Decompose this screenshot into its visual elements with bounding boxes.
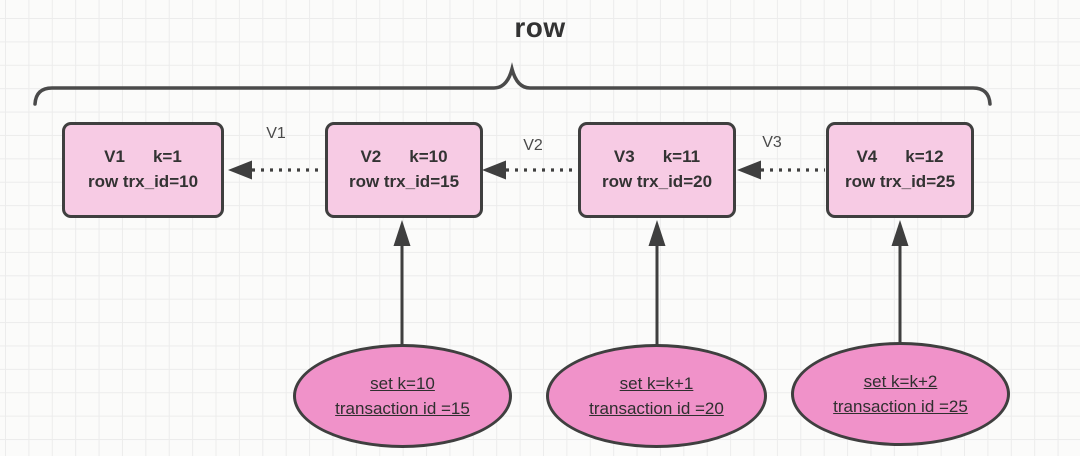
- arrowhead-up-icon: [891, 220, 909, 246]
- arrowhead-left-icon: [737, 160, 761, 180]
- row-brace: [33, 62, 992, 106]
- transaction-statement: set k=10: [370, 373, 435, 393]
- transaction-ellipse-20: set k=k+1 transaction id =20: [546, 344, 767, 448]
- chain-label-v2: V2: [523, 137, 543, 154]
- chain-label-v1: V1: [266, 125, 286, 142]
- arrowhead-up-icon: [393, 220, 411, 246]
- version-box-v4: V4 k=12 row trx_id=25: [826, 122, 974, 218]
- version-id: V4: [856, 147, 878, 167]
- arrow-trx20-to-v3: [648, 220, 666, 346]
- transaction-statement: set k=k+2: [863, 371, 938, 391]
- chain-label-v3: V3: [762, 134, 782, 151]
- version-trx-id: row trx_id=20: [601, 172, 713, 191]
- dotted-arrow-v2-to-v1: [228, 160, 324, 180]
- arrowhead-left-icon: [482, 160, 506, 180]
- arrowhead-left-icon: [228, 160, 252, 180]
- version-box-v2: V2 k=10 row trx_id=15: [325, 122, 483, 218]
- dotted-arrow-v4-to-v3: [737, 160, 825, 180]
- arrowhead-up-icon: [648, 220, 666, 246]
- version-id: V3: [613, 147, 635, 167]
- version-id: V1: [104, 147, 125, 167]
- transaction-id: transaction id =20: [589, 399, 724, 418]
- version-key-value: k=1: [152, 147, 182, 167]
- transaction-id: transaction id =15: [335, 399, 470, 418]
- transaction-ellipse-15: set k=10 transaction id =15: [293, 344, 512, 448]
- version-box-line1: V1 k=1: [104, 145, 182, 170]
- transaction-id: transaction id =25: [833, 397, 968, 416]
- transaction-statement: set k=k+1: [619, 373, 694, 393]
- diagram-title: row: [514, 12, 566, 43]
- version-trx-id: row trx_id=25: [844, 172, 956, 191]
- version-key-value: k=12: [905, 147, 944, 167]
- arrow-trx15-to-v2: [393, 220, 411, 346]
- version-box-line1: V3 k=11: [614, 145, 700, 170]
- version-key-value: k=11: [662, 147, 701, 167]
- transaction-ellipse-25: set k=k+2 transaction id =25: [791, 342, 1010, 446]
- arrow-trx25-to-v4: [891, 220, 909, 344]
- version-id: V2: [360, 147, 382, 167]
- version-box-v3: V3 k=11 row trx_id=20: [578, 122, 736, 218]
- version-trx-id: row trx_id=15: [348, 172, 460, 191]
- version-box-line1: V2 k=10: [360, 145, 447, 170]
- dotted-arrow-v3-to-v2: [482, 160, 577, 180]
- version-box-line1: V4 k=12: [856, 145, 943, 170]
- version-key-value: k=10: [409, 147, 448, 167]
- version-trx-id: row trx_id=10: [87, 172, 199, 191]
- version-box-v1: V1 k=1 row trx_id=10: [62, 122, 224, 218]
